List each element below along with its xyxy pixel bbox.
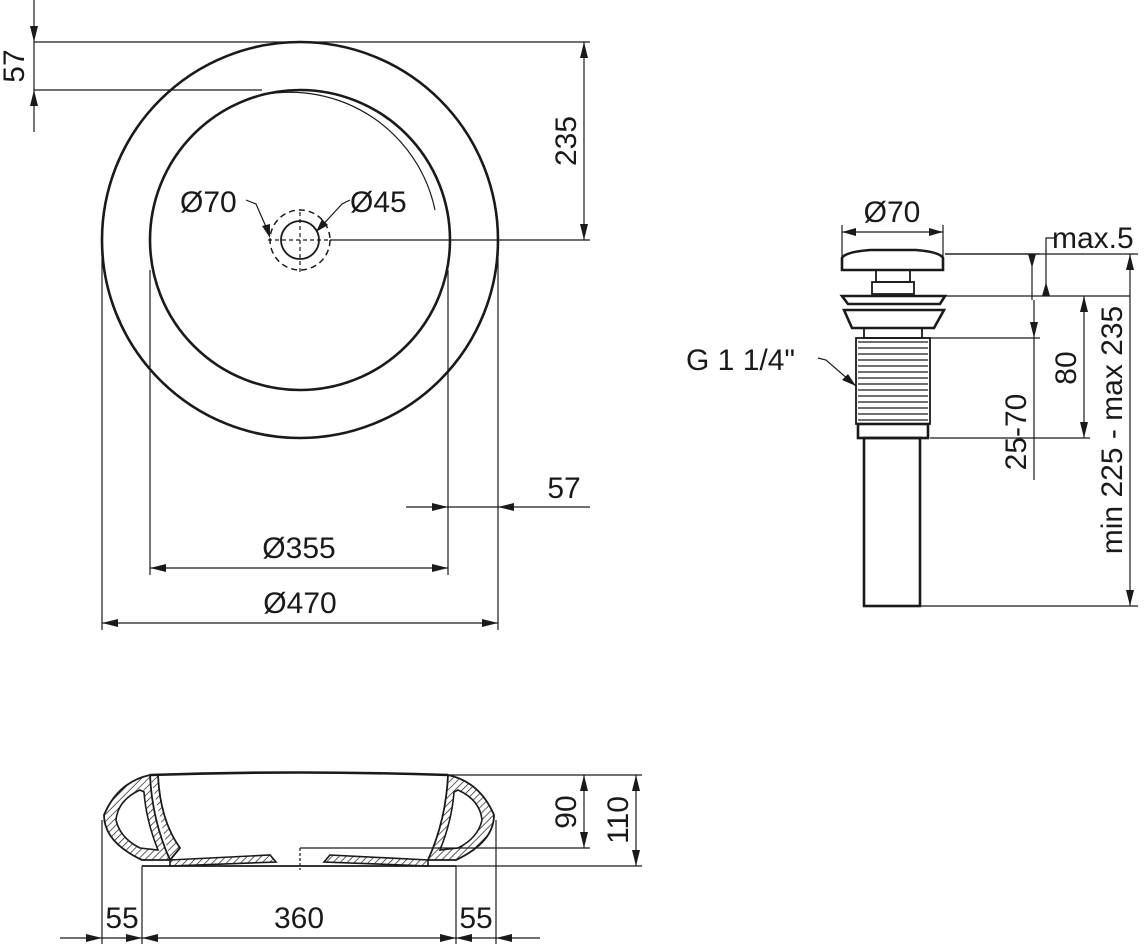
dim-label-cap: Ø70 [864,196,921,229]
drain-nut [871,281,915,295]
arrow [498,503,514,511]
leader-max5 [1045,237,1055,252]
arrow [842,374,856,386]
dim-label-outlet-inner: Ø45 [350,186,407,219]
arrow [30,26,38,42]
arrow [1126,254,1134,270]
dim-label-left-wall: 55 [105,902,138,935]
arrow [496,934,512,942]
arrow [580,224,588,240]
arrow [580,775,588,791]
arrow [580,42,588,58]
bowl-profile [149,771,449,777]
arrow [842,228,856,236]
arrow [432,503,448,511]
drain-washer [841,308,947,330]
bowl-bottom [169,854,429,867]
arrow [632,850,640,866]
arrow [150,564,166,572]
drain-view: Ø70 max.5 G 1 1/4" 80 25-70 min 225 - ma… [686,196,1138,608]
drain-stem [875,269,911,283]
arrow [482,619,498,627]
arrow [30,90,38,106]
section-view: 90 110 55 360 55 [60,771,642,944]
thread-lines [858,341,928,421]
bowl-shading-arc [261,91,436,211]
arrow [929,228,943,236]
drain-cap [840,248,945,272]
drain-flange [839,294,948,306]
dim-label-355: Ø355 [262,532,335,565]
arrow [1042,282,1050,296]
arrow [86,934,102,942]
arrow [1080,422,1088,438]
section-wall-left-inner [115,789,160,851]
leader-outlet-inner [317,199,351,231]
drain-thread [855,337,931,425]
arrow [1030,322,1038,338]
drain-collar [863,327,923,339]
dim-label-max5: max.5 [1052,222,1134,255]
arrow [142,934,158,942]
dim-label-outlet-outer: Ø70 [180,186,237,219]
drain-tailpipe [862,436,922,608]
arrow [1126,590,1134,606]
drain-lock-nut [856,422,930,440]
dim-label-57-side: 57 [547,472,580,505]
arrow [456,934,472,942]
dim-label-total: min 225 - max 235 [1096,306,1129,554]
arrow [440,934,456,942]
section-wall-right-inner [438,789,483,851]
dim-label-80: 80 [1050,351,1083,384]
arrow [126,934,142,942]
arrow [632,775,640,791]
dim-label-57-top: 57 [0,49,31,82]
dim-label-235: 235 [550,116,583,166]
dim-label-right-wall: 55 [459,902,492,935]
dim-label-90: 90 [550,795,583,828]
dim-label-110: 110 [602,796,635,844]
arrow [580,832,588,848]
dim-label-470: Ø470 [263,587,336,620]
arrow [1080,296,1088,312]
arrow [432,564,448,572]
arrow [102,619,118,627]
dim-label-25-70: 25-70 [1000,394,1033,471]
arrow [1028,254,1036,268]
thread-label: G 1 1/4" [686,344,795,377]
arrow [262,224,270,238]
arrow [316,219,328,232]
dim-label-base-width: 360 [274,902,324,935]
top-view: 57 235 Ø70 Ø45 57 Ø355 Ø470 [0,0,590,630]
